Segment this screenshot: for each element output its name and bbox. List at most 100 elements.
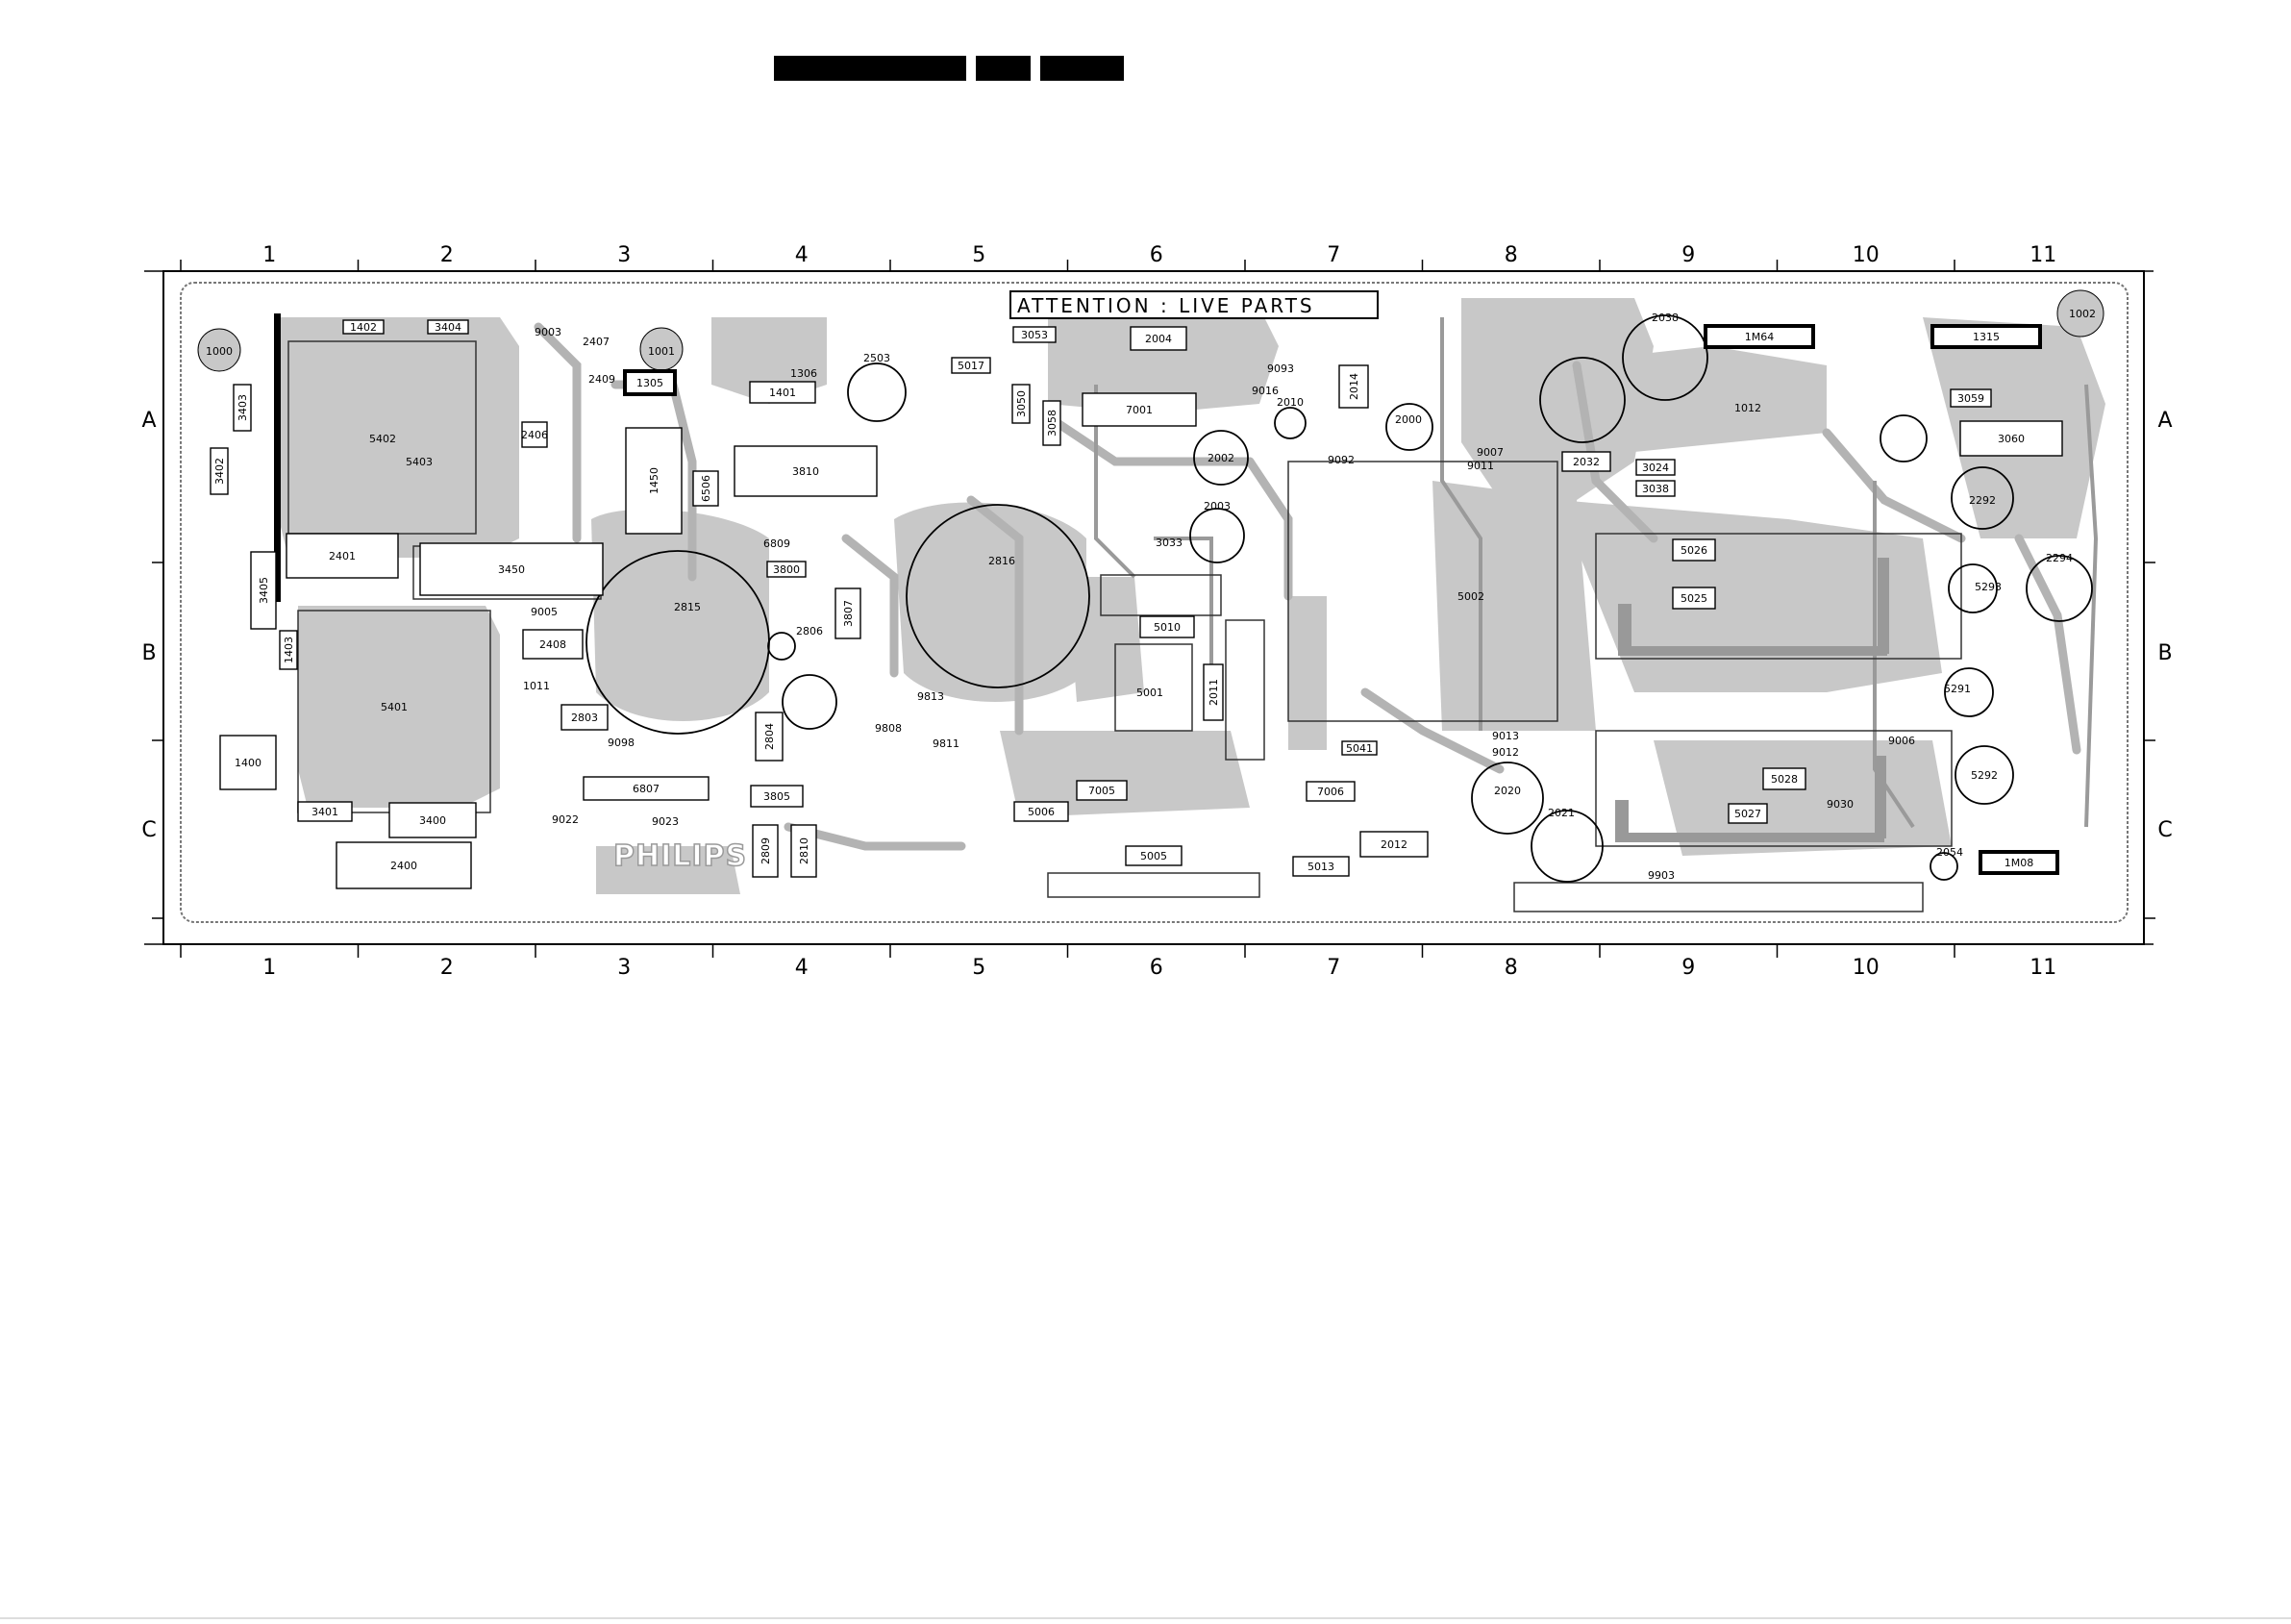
component-label: 5027 [1734, 808, 1761, 820]
component-3024: 3024 [1635, 459, 1676, 476]
component-5292: 5292 [1971, 769, 1998, 782]
component-label: 6506 [700, 475, 712, 502]
grid-column-label-top: 4 [795, 243, 809, 267]
component-3402: 3402 [210, 447, 229, 495]
heatsink-strips [1615, 558, 1889, 842]
component-label: 6807 [633, 783, 660, 795]
component-9023: 9023 [652, 815, 679, 828]
component-label: 1002 [2069, 308, 2096, 320]
component-9005: 9005 [531, 606, 558, 618]
component-label: 5013 [1307, 861, 1334, 873]
component-label: 5028 [1771, 773, 1798, 786]
component-3400: 3400 [388, 802, 477, 838]
component-label: 1012 [1734, 402, 1761, 414]
component-label: 5002 [1457, 590, 1484, 603]
component-2002: 2002 [1208, 452, 1234, 464]
component-2020: 2020 [1494, 785, 1521, 797]
component-5005: 5005 [1125, 845, 1183, 866]
component-1315: 1315 [1930, 324, 2042, 349]
component-label: 3405 [258, 577, 270, 604]
component-label: 3059 [1957, 392, 1984, 405]
grid-column-label-bottom: 11 [2030, 956, 2056, 980]
component-label: 2810 [798, 837, 810, 864]
component-label: 1M08 [2005, 857, 2034, 869]
component-label: 2294 [2046, 552, 2073, 564]
component-label: 3805 [763, 790, 790, 803]
grid-column-label-top: 5 [972, 243, 985, 267]
component-5026: 5026 [1672, 538, 1716, 562]
component-label: 5292 [1971, 769, 1998, 782]
component-label: 3401 [311, 806, 338, 818]
component-label: 7001 [1126, 404, 1153, 416]
component-9808: 9808 [875, 722, 902, 735]
component-9012: 9012 [1492, 746, 1519, 759]
component-label: 5401 [381, 701, 408, 713]
component-7006: 7006 [1306, 781, 1356, 802]
component-label: 1M64 [1745, 331, 1775, 343]
component-5402: 5402 [369, 433, 396, 445]
component-label: 3038 [1642, 483, 1669, 495]
component-label: 2014 [1348, 373, 1360, 400]
component-label: 2010 [1277, 396, 1304, 409]
grid-row-labels-right: ABC [2144, 409, 2173, 919]
grid-row-label-left: A [141, 409, 156, 433]
component-1011: 1011 [523, 680, 550, 692]
component-label: 5293 [1975, 581, 2002, 593]
component-2038: 2038 [1652, 312, 1679, 324]
component-label: 3403 [237, 394, 249, 421]
component-2004: 2004 [1130, 326, 1187, 351]
component-9003: 9003 [535, 326, 561, 338]
component-label: 2021 [1548, 807, 1575, 819]
component-2294: 2294 [2046, 552, 2073, 564]
component-2407: 2407 [583, 336, 610, 348]
component-2021: 2021 [1548, 807, 1575, 819]
component-label: 1305 [636, 377, 663, 389]
component-2816: 2816 [988, 555, 1015, 567]
component-5010: 5010 [1139, 615, 1195, 638]
component-label: 9093 [1267, 362, 1294, 375]
component-3450: 3450 [419, 542, 604, 596]
component-2032: 2032 [1561, 451, 1611, 472]
brand-logo-text: PHILIPS [613, 839, 747, 873]
component-label: 2815 [674, 601, 701, 613]
component-label: 2011 [1208, 679, 1220, 706]
component-2000: 2000 [1395, 413, 1422, 426]
component-3805: 3805 [750, 785, 804, 808]
grid-column-label-bottom: 2 [440, 956, 454, 980]
component-label: 5403 [406, 456, 433, 468]
component-6506: 6506 [692, 470, 719, 507]
component-label: 2020 [1494, 785, 1521, 797]
grid-column-label-top: 10 [1853, 243, 1880, 267]
component-label: 5402 [369, 433, 396, 445]
component-2810: 2810 [790, 824, 817, 878]
component-2503: 2503 [863, 352, 890, 364]
grid-column-label-bottom: 9 [1681, 956, 1695, 980]
component-label: 2012 [1381, 838, 1407, 851]
component-label: 5017 [958, 360, 984, 372]
component-5401: 5401 [381, 701, 408, 713]
component-5013: 5013 [1292, 856, 1350, 877]
component-label: 5006 [1028, 806, 1055, 818]
component-2806: 2806 [796, 625, 823, 637]
component-9022: 9022 [552, 813, 579, 826]
component-1M08: 1M08 [1979, 850, 2059, 875]
component-label: 5025 [1681, 592, 1707, 605]
component-label: 2400 [390, 860, 417, 872]
component-label: 2038 [1652, 312, 1679, 324]
component-5002: 5002 [1457, 590, 1484, 603]
component-9006: 9006 [1888, 735, 1915, 747]
component-5293: 5293 [1975, 581, 2002, 593]
component-5001: 5001 [1136, 687, 1163, 699]
grid-row-label-left: B [141, 641, 156, 665]
component-label: 9022 [552, 813, 579, 826]
grid-column-label-bottom: 6 [1150, 956, 1163, 980]
component-7005: 7005 [1076, 780, 1128, 801]
component-label: 3024 [1642, 462, 1669, 474]
component-3038: 3038 [1635, 480, 1676, 497]
component-label: 9808 [875, 722, 902, 735]
component-label: 3400 [419, 814, 446, 827]
component-label: 9030 [1827, 798, 1854, 811]
component-label: 9012 [1492, 746, 1519, 759]
